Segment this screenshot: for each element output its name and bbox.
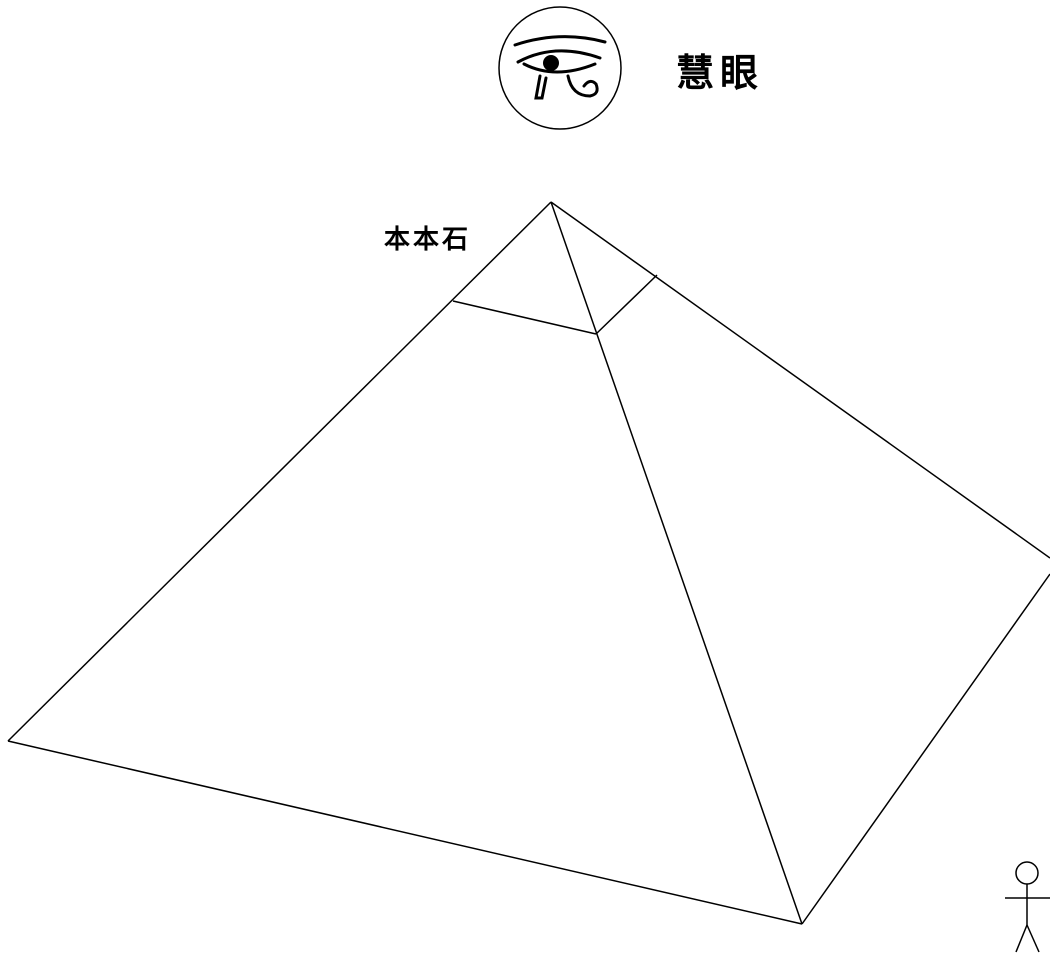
eye-of-horus-icon: [515, 37, 605, 98]
capstone-left-line: [453, 301, 596, 334]
capstone-label: 本本石: [384, 219, 471, 256]
stick-figure-icon: [1005, 862, 1050, 952]
logo-title: 慧眼: [676, 42, 764, 97]
pyramid-right-edge: [551, 202, 1050, 558]
logo-circle: [499, 7, 621, 129]
pyramid-left-edge: [8, 202, 551, 741]
pyramid-base-front: [8, 741, 802, 924]
pyramid-front-edge: [551, 202, 802, 924]
pyramid-base-right: [802, 574, 1050, 924]
capstone-right-line: [596, 275, 657, 334]
